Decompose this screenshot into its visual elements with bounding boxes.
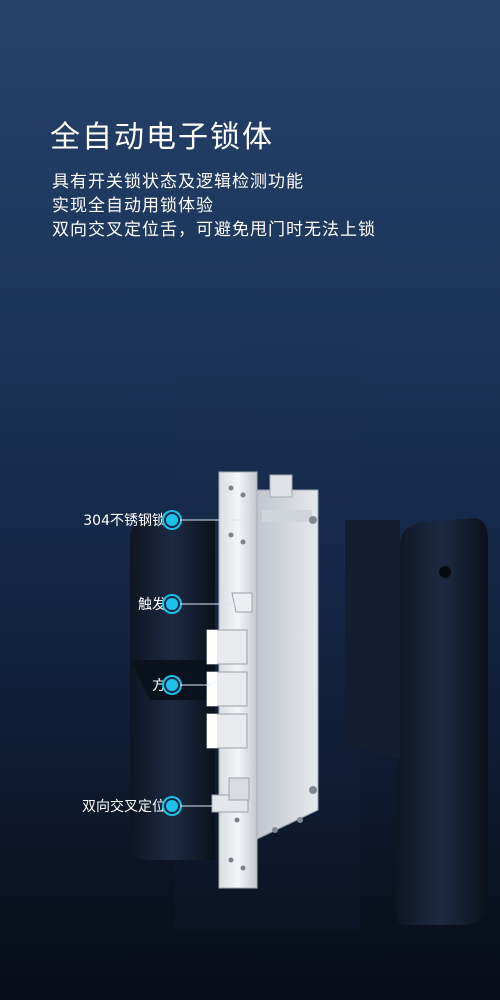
rear-handle [395, 518, 488, 925]
callout-leader-line [180, 684, 210, 686]
callout-label: 双向交叉定位舌 [82, 799, 180, 815]
callout-leader-line [180, 519, 246, 521]
callout-dot-icon [164, 677, 180, 693]
callout-dot-icon [164, 596, 180, 612]
deadbolt-tongues [206, 629, 248, 749]
feature-line: 实现全自动用锁体验 [52, 196, 214, 216]
callout-label: 304不锈钢锁体 [83, 513, 180, 529]
callout-leader-line [180, 603, 236, 605]
callout-dot-icon [164, 512, 180, 528]
callout-dot-icon [164, 798, 180, 814]
callout-leader-line [180, 805, 214, 807]
feature-line: 具有开关锁状态及逻辑检测功能 [52, 172, 304, 192]
page-title: 全自动电子锁体 [50, 120, 274, 155]
feature-line: 双向交叉定位舌，可避免甩门时无法上锁 [52, 220, 376, 240]
trigger-latch [231, 592, 253, 613]
lock-case [254, 489, 319, 841]
feature-description: 具有开关锁状态及逻辑检测功能 实现全自动用锁体验 双向交叉定位舌，可避免甩门时无… [52, 170, 376, 242]
